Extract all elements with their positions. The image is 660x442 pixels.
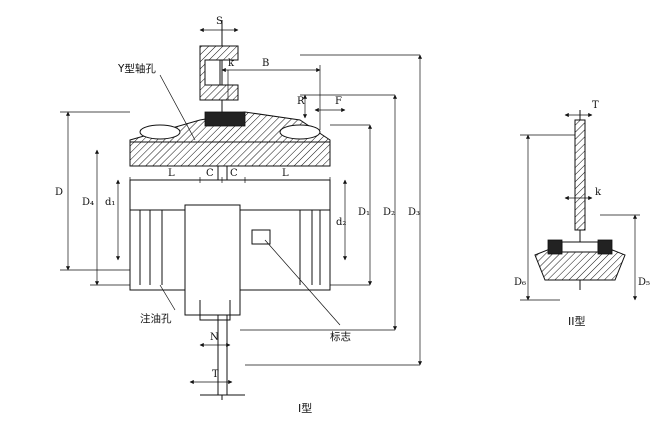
label-mark: 标志 bbox=[330, 330, 351, 343]
label-T-right: T bbox=[592, 100, 599, 111]
top-flange-slot bbox=[204, 59, 221, 86]
title-type-2: II型 bbox=[568, 314, 586, 328]
label-T-bottom: T bbox=[212, 369, 219, 380]
label-d1: d₁ bbox=[105, 197, 115, 208]
type-1-view: S k B R F Y型轴孔 D D₄ d₁ L C C L d₂ D₁ D₂ … bbox=[55, 16, 423, 415]
label-B: B bbox=[262, 58, 269, 69]
title-type-1: I型 bbox=[298, 401, 312, 415]
type-2-view: T k D₆ D₅ II型 bbox=[514, 100, 650, 328]
label-k-top: k bbox=[228, 58, 235, 69]
label-S: S bbox=[216, 16, 223, 27]
type2-bolt-right bbox=[597, 239, 613, 255]
label-D3: D₃ bbox=[408, 207, 420, 218]
type2-bolt-shank bbox=[561, 241, 599, 253]
rim-bolt-right bbox=[279, 124, 321, 140]
label-C-right: C bbox=[230, 168, 238, 179]
type2-plate bbox=[574, 119, 586, 231]
type2-bolt-left bbox=[547, 239, 563, 255]
label-L-right: L bbox=[282, 168, 289, 179]
label-D1: D₁ bbox=[358, 207, 370, 218]
label-D6: D₆ bbox=[514, 277, 526, 288]
label-oil-hole: 注油孔 bbox=[140, 312, 172, 325]
label-D5: D₅ bbox=[638, 277, 650, 288]
label-d2: d₂ bbox=[336, 217, 346, 228]
label-R: R bbox=[297, 96, 305, 107]
center-bolt-head bbox=[204, 111, 246, 127]
label-D: D bbox=[55, 187, 63, 198]
leader-oil-hole bbox=[159, 284, 176, 311]
label-N: N bbox=[210, 332, 219, 343]
label-y-hole: Y型轴孔 bbox=[117, 62, 156, 75]
label-C-left: C bbox=[206, 168, 214, 179]
leader-mark bbox=[264, 239, 341, 326]
label-L-left: L bbox=[168, 168, 175, 179]
hub-center-sleeve bbox=[184, 204, 241, 316]
label-D2: D₂ bbox=[383, 207, 395, 218]
label-k-right: k bbox=[595, 187, 602, 198]
sleeve-bottom bbox=[199, 300, 231, 321]
hub-upper-block bbox=[129, 141, 331, 167]
leader-y-hole bbox=[159, 74, 196, 141]
mark-window bbox=[251, 229, 271, 245]
label-D4: D₄ bbox=[82, 197, 94, 208]
rim-bolt-left bbox=[139, 124, 181, 140]
label-F: F bbox=[335, 96, 342, 107]
